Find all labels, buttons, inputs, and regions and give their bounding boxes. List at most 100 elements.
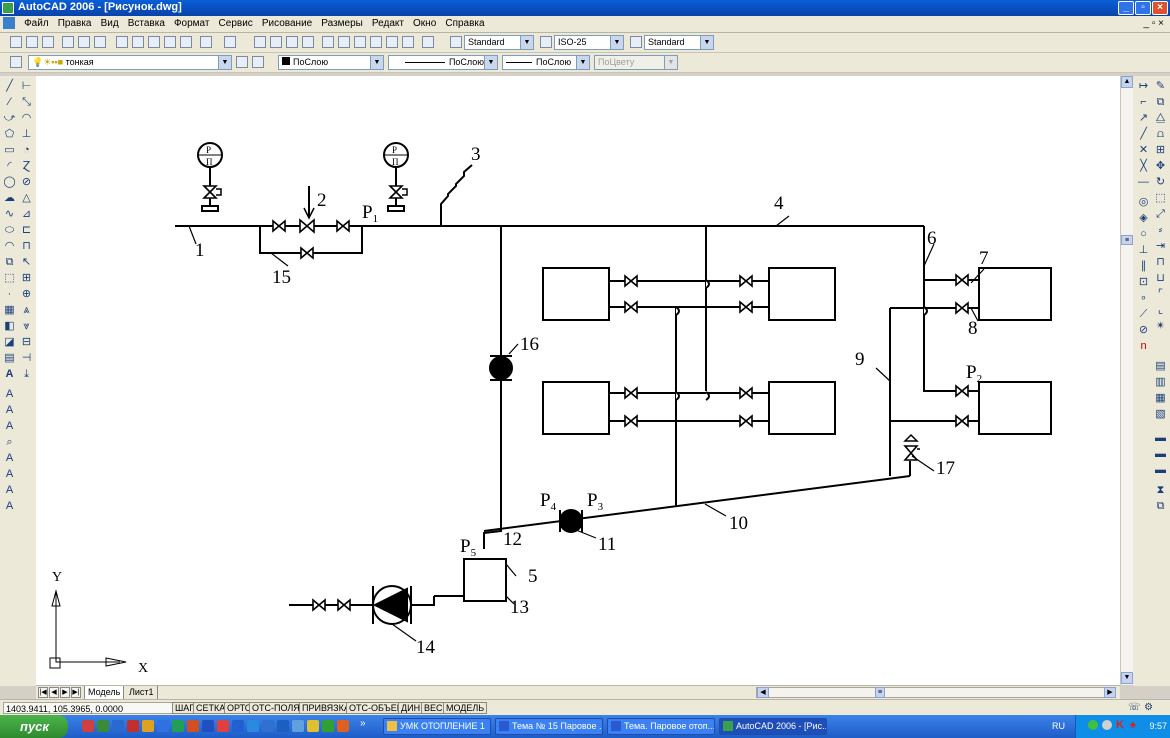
inquiry-icon-3[interactable]: ▬ (1155, 464, 1166, 476)
text-icon-2[interactable]: A (5, 404, 14, 416)
publish-icon[interactable] (94, 36, 106, 48)
line-icon[interactable]: ╱ (6, 80, 13, 92)
scroll-thumb[interactable]: ≡ (1121, 235, 1133, 245)
quicklaunch-icon-15[interactable] (292, 720, 304, 732)
undo-icon[interactable] (200, 36, 212, 48)
minimize-button[interactable]: _ (1118, 1, 1134, 15)
text-style-tool-icon[interactable]: A (5, 468, 14, 480)
circle-icon[interactable]: ◯ (3, 176, 16, 188)
spline-edit-icon[interactable]: ↗ (1138, 112, 1149, 124)
table-icon[interactable]: ▤ (4, 352, 15, 364)
copy-icon[interactable] (132, 36, 144, 48)
cut-icon[interactable] (116, 36, 128, 48)
xline-icon[interactable]: ╳ (1140, 160, 1147, 172)
scroll-up-button[interactable]: ▲ (1121, 76, 1133, 88)
status-dyn[interactable]: ДИН (398, 702, 424, 714)
status-grid[interactable]: СЕТКА (193, 702, 229, 714)
tray-icon-2[interactable] (1102, 720, 1112, 730)
mirror-icon[interactable]: ⧋ (1155, 112, 1166, 124)
quicklaunch-icon-4[interactable] (127, 720, 139, 732)
inquiry-icon-1[interactable]: ▬ (1155, 432, 1166, 444)
calculator-icon[interactable] (402, 36, 414, 48)
spell-check-icon[interactable]: A (5, 452, 14, 464)
spline-icon[interactable]: ∿ (4, 208, 15, 220)
divider-icon[interactable]: — (1138, 176, 1149, 188)
make-layer-current-icon[interactable] (236, 56, 248, 68)
snap-node-icon[interactable]: ∘ (1140, 292, 1147, 304)
save-icon[interactable] (42, 36, 54, 48)
draworder-icon-3[interactable]: ▦ (1155, 392, 1166, 404)
print-icon[interactable] (62, 36, 74, 48)
close-button[interactable]: × (1152, 1, 1168, 15)
last-tab-button[interactable]: ▶| (71, 687, 81, 698)
prev-tab-button[interactable]: ◀ (49, 687, 59, 698)
join-icon[interactable]: ⊔ (1156, 272, 1165, 284)
menu-dimension[interactable]: Размеры (321, 18, 363, 29)
copy-object-icon[interactable]: ⧉ (1156, 96, 1165, 108)
quicklaunch-icon-3[interactable] (112, 720, 124, 732)
inquiry-icon-5[interactable]: ⧉ (1156, 500, 1165, 512)
kaspersky-icon[interactable]: K (1116, 719, 1124, 731)
fillet-icon[interactable]: ⌜ (1157, 288, 1164, 300)
multiline-text-icon[interactable]: A (5, 368, 14, 380)
draw-line-icon[interactable]: ╱ (1140, 128, 1147, 140)
explode-icon[interactable]: ✴ (1155, 320, 1166, 332)
horizontal-scrollbar[interactable]: ◀ ≡ ▶ (756, 687, 1116, 698)
design-center-icon[interactable] (338, 36, 350, 48)
snap-none-icon[interactable]: ⊘ (1138, 324, 1149, 336)
ellipse-icon[interactable]: ⬭ (4, 224, 15, 236)
draworder-icon-2[interactable]: ▥ (1155, 376, 1166, 388)
polyline-icon[interactable]: ⤻ (3, 112, 16, 124)
help-icon[interactable] (422, 36, 434, 48)
region-icon[interactable]: ◪ (4, 336, 15, 348)
snap-insert-icon[interactable]: ⊡ (1138, 276, 1149, 288)
dim-text-edit-icon[interactable]: ⩔ (23, 320, 30, 332)
scroll-down-button[interactable]: ▼ (1121, 672, 1133, 684)
offset-icon[interactable]: ⩍ (1156, 128, 1165, 140)
make-block-icon[interactable]: ⬚ (4, 272, 15, 284)
jogged-dim-icon[interactable]: Ɀ (22, 160, 31, 172)
menu-format[interactable]: Формат (173, 18, 210, 29)
snap-perpendicular-icon[interactable]: ⊥ (1138, 244, 1149, 256)
quick-leader-icon[interactable]: ↖ (21, 256, 32, 268)
menu-edit[interactable]: Правка (57, 18, 92, 29)
draworder-icon-4[interactable]: ▧ (1155, 408, 1166, 420)
polygon-icon[interactable]: ⬠ (4, 128, 15, 140)
status-lwt[interactable]: ВЕС (421, 702, 446, 714)
quicklaunch-icon-10[interactable] (217, 720, 229, 732)
tab-layout1[interactable]: Лист1 (126, 686, 158, 699)
match-properties-icon[interactable] (164, 36, 176, 48)
taskbar-item-autocad[interactable]: AutoCAD 2006 - [Рис... (719, 718, 827, 735)
autocad-app-icon[interactable] (2, 2, 14, 14)
dim-style-tool-icon[interactable]: ⊣ (21, 352, 32, 364)
status-otrack[interactable]: ОТС-ОБЪЕКТ (346, 702, 411, 714)
cross-icon[interactable]: ✕ (1138, 144, 1149, 156)
distance-icon[interactable]: ↦ (1138, 80, 1149, 92)
aligned-dim-icon[interactable]: ⤡ (22, 96, 31, 108)
snap-nearest-icon[interactable]: ⟋ (1139, 308, 1148, 320)
diameter-dim-icon[interactable]: ⊘ (21, 176, 32, 188)
next-tab-button[interactable]: ▶ (60, 687, 70, 698)
properties-icon[interactable] (322, 36, 334, 48)
menu-insert[interactable]: Вставка (127, 18, 165, 29)
arc-icon[interactable]: ◜ (7, 160, 12, 172)
sheet-set-icon[interactable] (370, 36, 382, 48)
lineweight-select[interactable]: ПоСлою▼ (502, 55, 590, 70)
maximize-button[interactable]: ▫ (1135, 1, 1151, 15)
text-style-icon[interactable] (450, 36, 462, 48)
menu-view[interactable]: Вид (100, 18, 119, 29)
continue-dim-icon[interactable]: ⊓ (22, 240, 31, 252)
scroll-left-button[interactable]: ◀ (757, 687, 769, 698)
quicklaunch-icon-6[interactable] (157, 720, 169, 732)
gradient-icon[interactable]: ◧ (4, 320, 15, 332)
menu-file[interactable]: Файл (24, 18, 49, 29)
insert-block-icon[interactable]: ⧉ (5, 256, 14, 268)
snap-parallel-icon[interactable]: ∥ (1140, 260, 1147, 272)
zoom-previous-icon[interactable] (302, 36, 314, 48)
open-icon[interactable] (26, 36, 38, 48)
quicklaunch-icon-2[interactable] (97, 720, 109, 732)
tray-icon-3[interactable]: ♠ (1130, 719, 1136, 731)
paste-icon[interactable] (148, 36, 160, 48)
vertical-scrollbar[interactable]: ▲ ≡ ▼ (1120, 76, 1133, 685)
clock[interactable]: 9:57 (1149, 721, 1167, 731)
